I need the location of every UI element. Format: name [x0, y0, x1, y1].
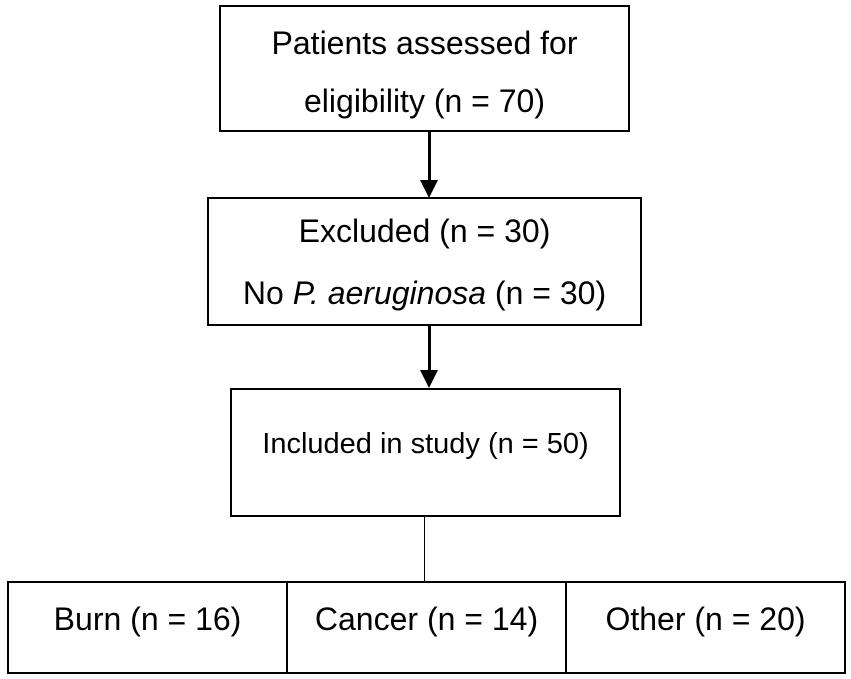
included-label: Included in study (n = 50): [262, 428, 589, 460]
assessed-box: Patients assessed for eligibility (n = 7…: [219, 5, 630, 132]
arrow-2-shaft: [428, 326, 431, 372]
group-label-burn: Burn (n = 16): [53, 601, 242, 637]
included-box: Included in study (n = 50): [230, 388, 621, 517]
group-connector: [424, 517, 425, 582]
excluded-line2-prefix: No: [242, 275, 293, 311]
group-box-cancer: Cancer (n = 14): [286, 581, 567, 674]
group-label-cancer: Cancer (n = 14): [314, 601, 539, 637]
excluded-line2-suffix: (n = 30): [486, 275, 607, 311]
group-box-other: Other (n = 20): [565, 581, 846, 674]
assessed-line2: eligibility (n = 70): [304, 83, 545, 119]
arrow-1-shaft: [428, 132, 431, 182]
group-label-other: Other (n = 20): [605, 601, 806, 637]
assessed-line1: Patients assessed for: [271, 25, 578, 61]
excluded-organism: P. aeruginosa: [292, 275, 487, 311]
excluded-box: Excluded (n = 30) No P. aeruginosa (n = …: [207, 197, 642, 326]
arrow-2-head: [420, 370, 438, 388]
excluded-line1: Excluded (n = 30): [298, 213, 551, 249]
group-box-burn: Burn (n = 16): [7, 581, 288, 674]
arrow-1-head: [420, 180, 438, 198]
excluded-line2: No P. aeruginosa (n = 30): [209, 275, 640, 311]
